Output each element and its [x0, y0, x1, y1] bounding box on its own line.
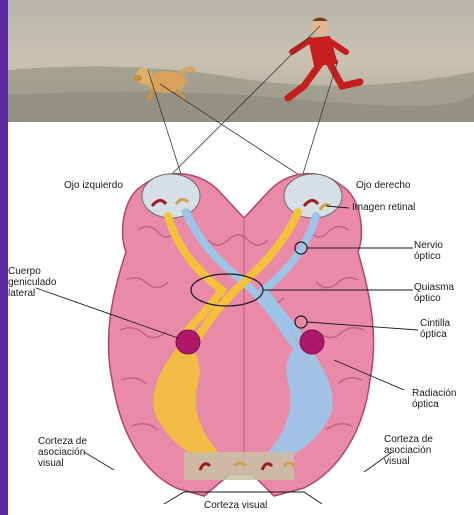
brain-shape [108, 174, 373, 496]
left-eye [142, 174, 200, 218]
label-imagen-retinal: Imagen retinal [352, 202, 415, 213]
label-quiasma-optico: Quiasma óptico [414, 282, 454, 304]
label-corteza-visual: Corteza visual [204, 500, 267, 511]
diagram-frame: Ojo izquierdo Ojo derecho Imagen retinal… [8, 0, 474, 515]
label-ojo-derecho: Ojo derecho [356, 180, 410, 191]
visual-rays [148, 26, 338, 190]
right-eye [284, 174, 342, 218]
label-cintilla-optica: Cintilla óptica [420, 318, 450, 340]
lateral-geniculate-left [176, 330, 200, 354]
visual-cortex-images [184, 452, 294, 480]
lateral-geniculate-right [300, 330, 324, 354]
label-corteza-asociacion-izq: Corteza de asociación visual [38, 436, 87, 469]
label-cuerpo-geniculado: Cuerpo geniculado lateral [8, 266, 56, 299]
label-radiacion-optica: Radiación óptica [412, 388, 456, 410]
label-corteza-asociacion-der: Corteza de asociación visual [384, 434, 433, 467]
label-nervio-optico: Nervio óptico [414, 240, 443, 262]
label-ojo-izquierdo: Ojo izquierdo [64, 180, 123, 191]
